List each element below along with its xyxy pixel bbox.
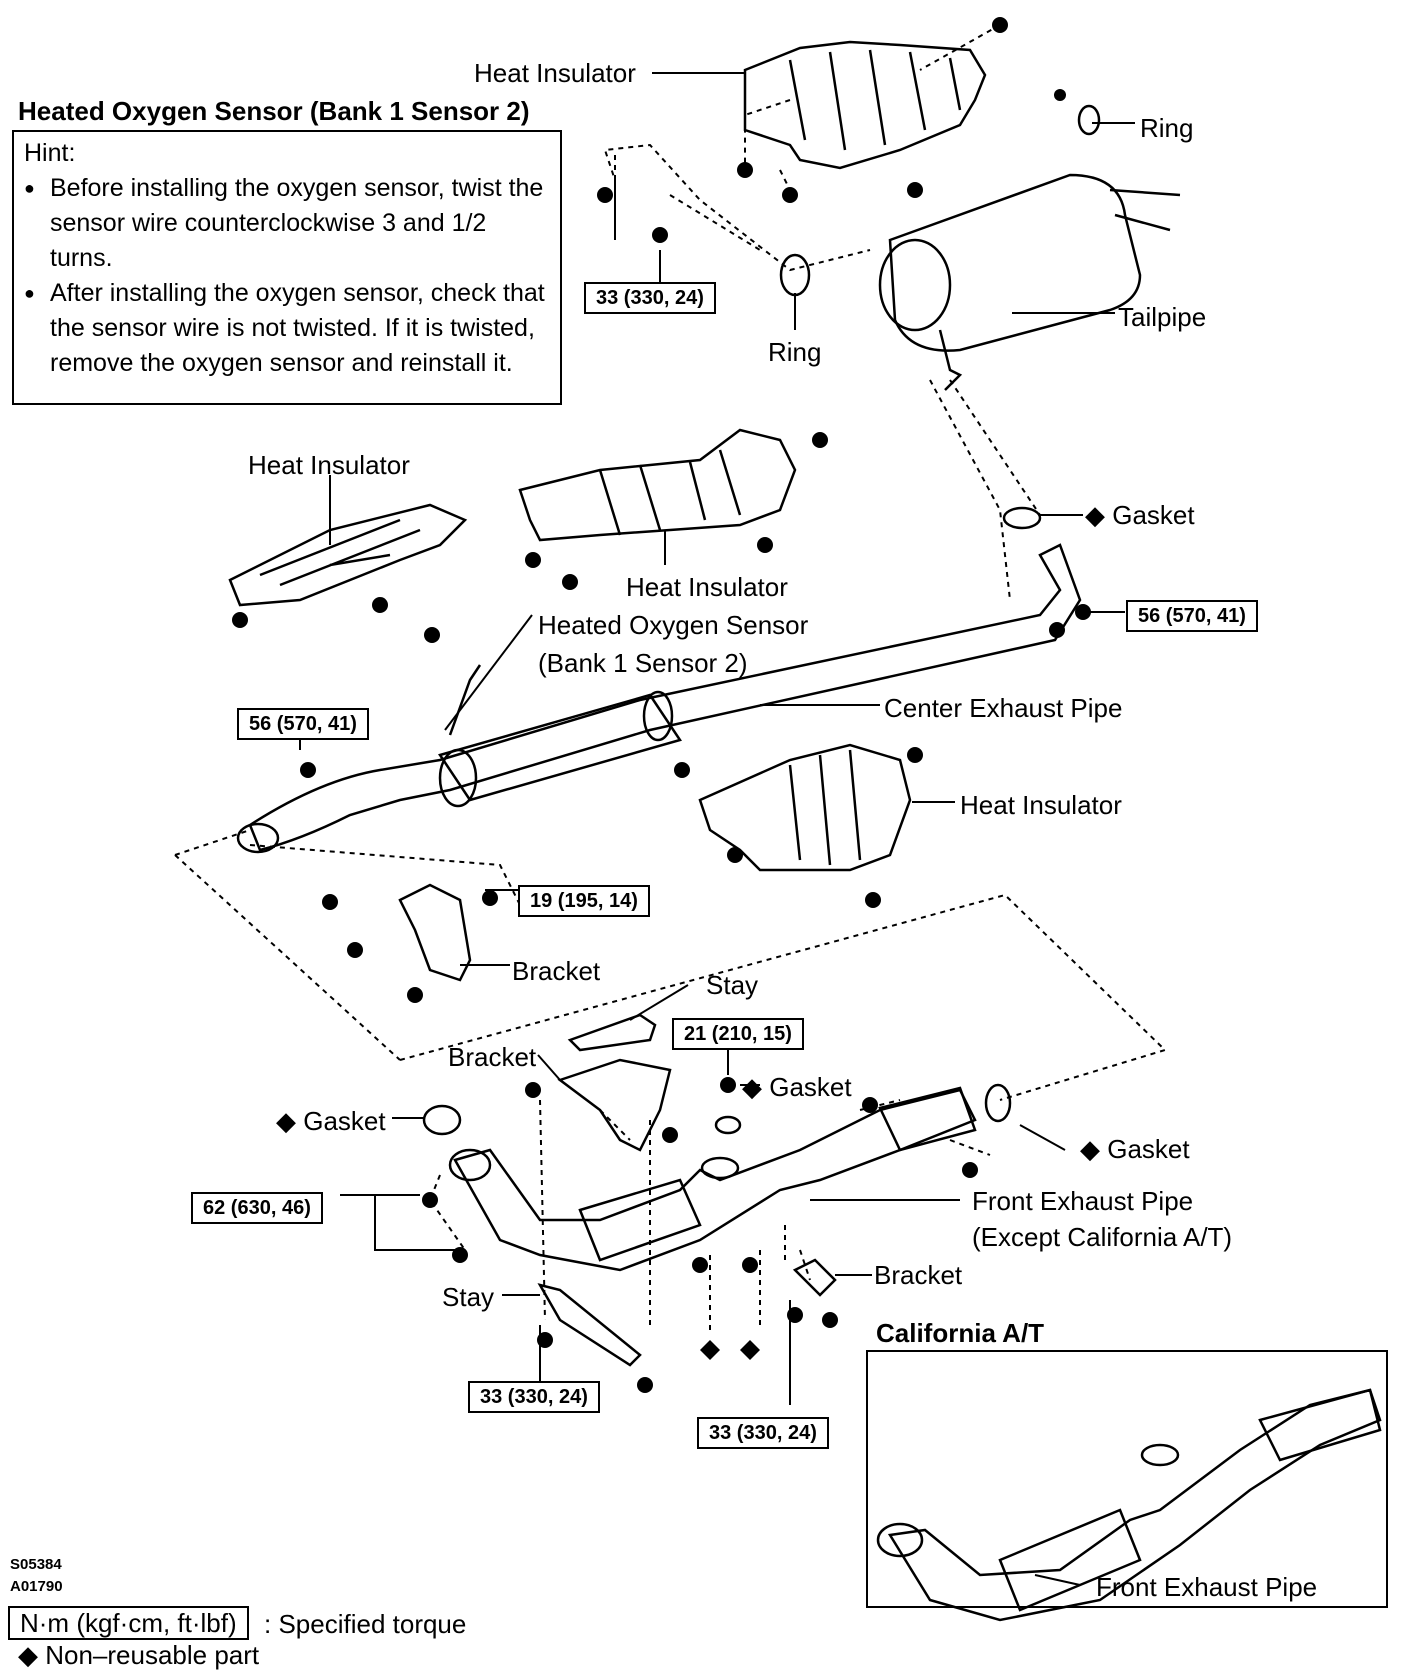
label-oxygen-sensor-line1: Heated Oxygen Sensor [538, 610, 809, 640]
stay-top-shape [567, 1013, 657, 1052]
heat-insulator-lower-shape [698, 743, 912, 872]
legend-torque-text: : Specified torque [264, 1609, 467, 1639]
torque-bracket: 19 (195, 14) [518, 885, 650, 917]
label-ring-right: Ring [1140, 113, 1194, 143]
heat-insulator-mid-shape [518, 428, 797, 542]
label-gasket-left: ◆ Gasket [276, 1106, 386, 1136]
front-exhaust-pipe-shape [453, 1088, 977, 1272]
label-heat-insulator-mid: Heat Insulator [626, 572, 788, 602]
ring-right-shape [1077, 104, 1101, 136]
hint-item-1: Before installing the oxygen sensor, twi… [24, 171, 550, 276]
torque-ring: 33 (330, 24) [584, 282, 716, 314]
california-inset [866, 1350, 1388, 1608]
label-tailpipe: Tailpipe [1118, 302, 1207, 332]
gasket-tailpipe-shape [1002, 506, 1042, 530]
legend-nonreusable: ◆ Non–reusable part [18, 1640, 260, 1670]
label-stay-bottom: Stay [442, 1282, 495, 1312]
label-california-front-pipe: Front Exhaust Pipe [1096, 1572, 1318, 1602]
bracket-front-shape [557, 1058, 672, 1152]
label-center-exhaust-pipe: Center Exhaust Pipe [884, 693, 1123, 723]
torque-front: 62 (630, 46) [191, 1192, 323, 1224]
torque-tailpipe: 56 (570, 41) [1126, 600, 1258, 632]
bracket-center-shape [398, 883, 472, 982]
hint-heading: Hint: [24, 139, 76, 167]
tailpipe-shape [888, 173, 1142, 352]
hint-item-2: After installing the oxygen sensor, chec… [24, 276, 550, 381]
label-heat-insulator-left: Heat Insulator [248, 450, 410, 480]
gasket-mid-shape [714, 1115, 742, 1135]
gasket-right-shape [984, 1083, 1012, 1123]
label-gasket-mid: ◆ Gasket [742, 1072, 852, 1102]
label-gasket-tailpipe: ◆ Gasket [1085, 500, 1195, 530]
label-ring-left: Ring [768, 337, 822, 367]
label-oxygen-sensor-line2: (Bank 1 Sensor 2) [538, 648, 748, 678]
label-front-exhaust-pipe-line1: Front Exhaust Pipe [972, 1186, 1194, 1216]
torque-stay-bottom: 33 (330, 24) [468, 1381, 600, 1413]
label-heat-insulator-lower: Heat Insulator [960, 790, 1122, 820]
heat-insulator-left-shape [228, 503, 468, 607]
figure-code-2: A01790 [10, 1578, 63, 1595]
label-heat-insulator-top: Heat Insulator [474, 58, 636, 88]
hint-box: Hint: Before installing the oxygen senso… [12, 130, 562, 405]
bracket-right-shape [792, 1258, 837, 1297]
label-gasket-right: ◆ Gasket [1080, 1134, 1190, 1164]
hint-section-title: Heated Oxygen Sensor (Bank 1 Sensor 2) [18, 96, 530, 126]
label-bracket-front: Bracket [448, 1042, 537, 1072]
figure-code-1: S05384 [10, 1556, 62, 1573]
california-title: California A/T [876, 1318, 1045, 1348]
label-stay-top: Stay [706, 970, 759, 1000]
center-exhaust-pipe-shape [248, 543, 1082, 852]
label-bracket-right: Bracket [874, 1260, 963, 1290]
heat-insulator-top-shape [743, 40, 987, 170]
legend-torque-box: N·m (kgf·cm, ft·lbf) [8, 1606, 249, 1640]
label-bracket-center: Bracket [512, 956, 601, 986]
torque-bracket-bottom: 33 (330, 24) [697, 1417, 829, 1449]
gasket-left-shape [422, 1104, 462, 1136]
stay-bottom-shape [537, 1283, 642, 1367]
torque-sensor: 56 (570, 41) [237, 708, 369, 740]
ring-left-shape [779, 253, 811, 297]
torque-stay: 21 (210, 15) [672, 1018, 804, 1050]
label-front-exhaust-pipe-line2: (Except California A/T) [972, 1222, 1233, 1252]
